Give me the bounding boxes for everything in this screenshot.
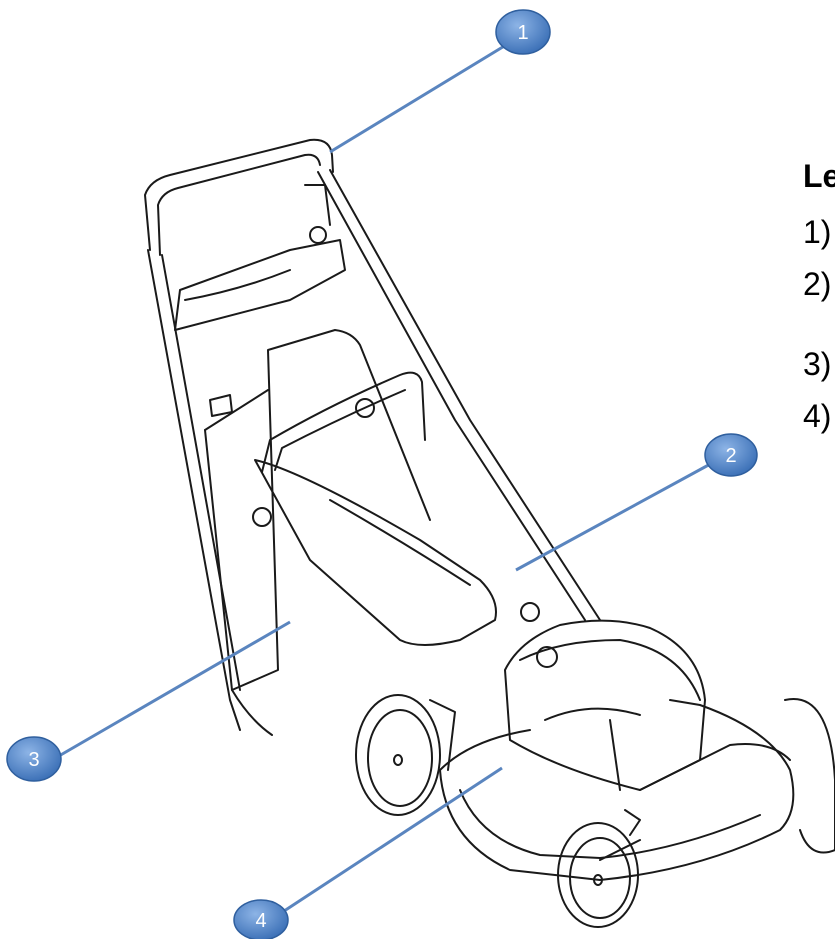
marker-label-1: 1	[517, 22, 528, 44]
callout-marker-4: 4	[233, 899, 289, 939]
mower-deck	[439, 699, 795, 881]
wheel-front-left	[557, 822, 639, 928]
callout-marker-3: 3	[6, 736, 62, 782]
engine	[504, 619, 706, 791]
legend-item-4: 4)	[803, 398, 832, 434]
wheel-front-right	[784, 698, 835, 854]
handle-bar	[144, 138, 334, 251]
marker-label-4: 4	[255, 910, 266, 932]
legend: Le 1) 2) 3) 4)	[803, 160, 835, 452]
callout-marker-1: 1	[495, 9, 551, 55]
callout-lines	[51, 43, 715, 917]
grass-bag	[204, 329, 431, 691]
handle-rail-left	[147, 249, 241, 731]
callout-line-1	[329, 43, 507, 154]
callout-line-4	[277, 766, 503, 917]
wheel-rear-left	[355, 694, 441, 816]
handle-rail-right	[329, 169, 601, 621]
callout-marker-2: 2	[704, 433, 758, 477]
marker-label-2: 2	[725, 445, 736, 467]
legend-item-2: 2)	[803, 266, 832, 302]
marker-label-3: 3	[28, 749, 39, 771]
mower-drawing	[144, 138, 835, 928]
legend-title: Le	[803, 160, 835, 194]
callout-line-2	[515, 460, 715, 572]
control-box	[174, 239, 346, 331]
legend-item-3: 3)	[803, 346, 832, 382]
callout-line-3	[51, 620, 291, 762]
legend-item-1: 1)	[803, 214, 832, 250]
